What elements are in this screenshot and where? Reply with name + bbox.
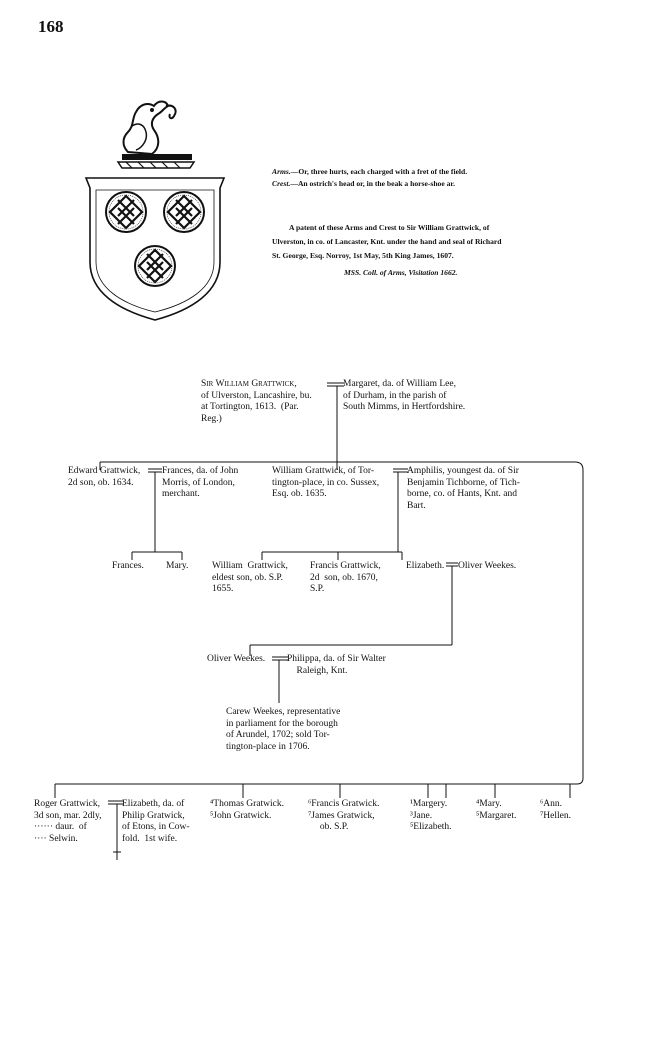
oliver-weekes-jr-entry: Oliver Weekes. <box>207 654 266 664</box>
roger-entry: Roger Grattwick, 3d son, mar. 2dly, ····… <box>34 799 102 844</box>
oliver-weekes-sr-entry: Oliver Weekes. <box>458 561 517 571</box>
arms-blazon: Arms.—Or, three hurts, each charged with… <box>272 167 468 176</box>
shield-icon <box>84 177 226 321</box>
source-citation: MSS. Coll. of Arms, Visitation 1662. <box>344 268 458 277</box>
founder-entry: Sir William Grattwick, of Ulverston, Lan… <box>201 379 312 424</box>
hurt-roundel-icon <box>105 191 147 233</box>
edward-entry: Edward Grattwick, 2d son, ob. 1634. <box>68 466 141 488</box>
ostrich-crest-icon <box>116 100 196 169</box>
elizabeth-gratwick-entry: Elizabeth, da. of Philip Gratwick, of Et… <box>122 799 190 844</box>
margery-jane-elizabeth-entry: ¹Margery. ³Jane. ⁵Elizabeth. <box>410 799 452 832</box>
thomas-john-entry: ⁴Thomas Gratwick. ⁵John Gratwick. <box>210 799 285 821</box>
patent-line-1: A patent of these Arms and Crest to Sir … <box>289 223 490 232</box>
founder-wife-entry: Margaret, da. of William Lee, of Durham,… <box>343 379 466 412</box>
crest-blazon: Crest.—An ostrich's head or, in the beak… <box>272 179 455 188</box>
patent-line-2: Ulverston, in co. of Lancaster, Knt. und… <box>272 237 502 246</box>
frances-morris-entry: Frances, da. of John Morris, of London, … <box>162 466 239 499</box>
elizabeth-entry: Elizabeth. <box>406 561 445 571</box>
amphilis-entry: Amphilis, youngest da. of Sir Benjamin T… <box>407 466 520 511</box>
hurt-roundel-icon <box>134 245 176 287</box>
mary-child-entry: Mary. <box>166 561 189 571</box>
frances-child-entry: Frances. <box>112 561 144 571</box>
coat-of-arms-image <box>84 100 226 321</box>
carew-weekes-entry: Carew Weekes, representative in parliame… <box>226 707 341 752</box>
francis-james-entry: ⁶Francis Gratwick. ⁷James Gratwick, ob. … <box>308 799 380 832</box>
william-eldest-entry: William Grattwick, eldest son, ob. S.P. … <box>212 561 288 594</box>
ann-hellen-entry: ⁶Ann. ⁷Hellen. <box>540 799 572 821</box>
francis-2d-entry: Francis Grattwick, 2d son, ob. 1670, S.P… <box>310 561 381 594</box>
mary-margaret-entry: ⁴Mary. ⁵Margaret. <box>476 799 517 821</box>
philippa-entry: Philippa, da. of Sir Walter Raleigh, Knt… <box>287 654 386 676</box>
page-number: 168 <box>38 17 64 36</box>
patent-line-3: St. George, Esq. Norroy, 1st May, 5th Ki… <box>272 251 454 260</box>
hurt-roundel-icon <box>163 191 205 233</box>
william-tortington-entry: William Grattwick, of Tor- tington-place… <box>272 466 380 499</box>
